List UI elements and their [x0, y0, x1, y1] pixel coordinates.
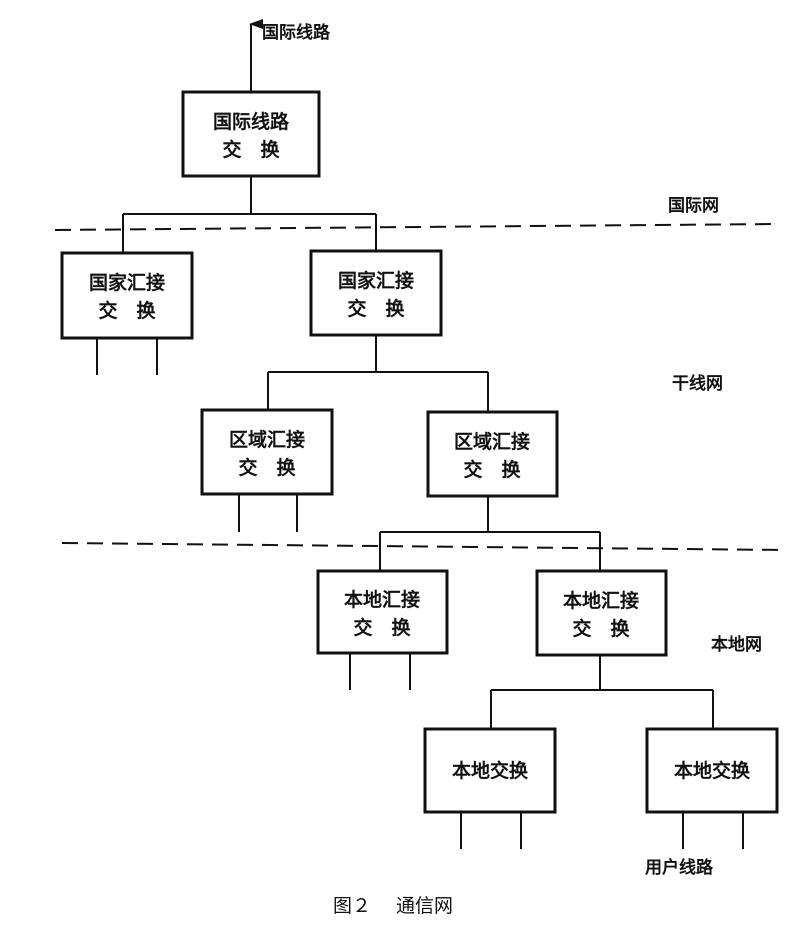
- local-tandem-right-node: 本地汇接 交 换: [535, 569, 668, 657]
- local-exchange-right-node: 本地交换: [645, 727, 779, 814]
- node-label-line2: 交 换: [572, 617, 630, 640]
- node-label-line1: 本地汇接: [344, 588, 420, 611]
- node-label-line1: 区域汇接: [229, 428, 305, 451]
- node-label-line2: 交 换: [222, 138, 280, 161]
- node-label-line1: 区域汇接: [454, 430, 530, 453]
- local-tandem-left-node: 本地汇接 交 换: [316, 569, 449, 655]
- national-tandem-right-node: 国家汇接 交 换: [309, 249, 443, 337]
- node-label-line1: 国家汇接: [338, 269, 414, 292]
- node-label-line2: 交 换: [347, 297, 405, 320]
- regional-tandem-left-node: 区域汇接 交 换: [200, 408, 334, 496]
- national-tandem-left-node: 国家汇接 交 换: [60, 251, 194, 340]
- local-net-label: 本地网: [711, 634, 762, 655]
- trunk-net-label: 干线网: [672, 373, 723, 394]
- local-net-boundary: [61, 542, 786, 551]
- international-line-label: 国际线路: [262, 22, 331, 43]
- node-label-line1: 国际线路: [213, 110, 290, 133]
- local-exchange-left-node: 本地交换: [423, 727, 557, 814]
- figure-caption: 图２ 通信网: [333, 895, 453, 917]
- international-net-label: 国际网: [668, 196, 719, 216]
- node-label: 本地交换: [452, 759, 529, 782]
- node-label-line2: 交 换: [353, 616, 411, 639]
- node-label-line2: 交 换: [98, 299, 156, 322]
- node-label: 本地交换: [674, 759, 751, 782]
- international-net-boundary: [54, 223, 779, 231]
- node-label-line2: 交 换: [463, 458, 521, 481]
- subscriber-line-label: 用户线路: [645, 857, 714, 878]
- node-label-line1: 国家汇接: [89, 271, 165, 294]
- international-exchange-node: 国际线路 交 换: [181, 90, 321, 178]
- node-label-line1: 本地汇接: [563, 589, 639, 612]
- node-label-line2: 交 换: [238, 456, 296, 479]
- regional-tandem-right-node: 区域汇接 交 换: [426, 410, 559, 498]
